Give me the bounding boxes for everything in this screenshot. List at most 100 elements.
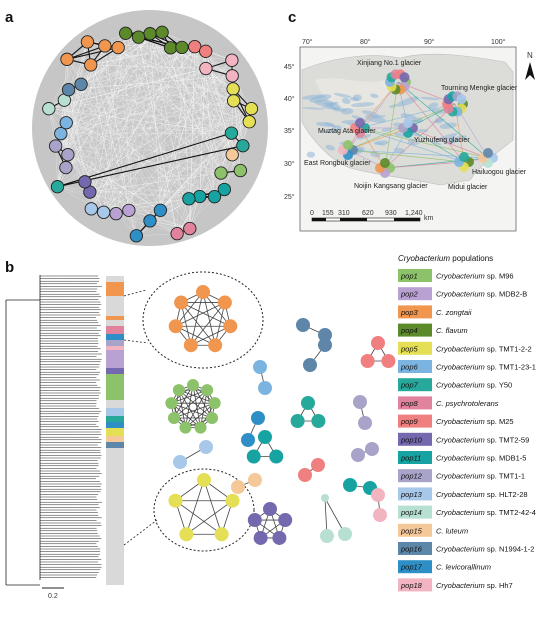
legend-species-epithet: sp. M96 <box>487 272 514 281</box>
subnetwork-node <box>194 421 207 434</box>
legend-species: Cryobacterium sp. TMT2-59 <box>436 435 529 444</box>
legend-species-genus: C. <box>436 308 446 317</box>
subnetwork-edge <box>202 291 216 346</box>
map-scale-bar: 0 155 310 620 930 1,240 km <box>310 210 434 222</box>
network-edge <box>64 100 130 211</box>
color-bar-segment <box>106 368 124 374</box>
legend-species: Cryobacterium sp. M25 <box>436 417 514 426</box>
map-site-dot <box>403 118 413 128</box>
network-edge <box>84 45 106 182</box>
network-edge <box>91 60 233 209</box>
network-edge <box>91 33 126 209</box>
legend-pop-tag: pop8 <box>400 399 419 408</box>
network-node <box>153 203 168 217</box>
subnetwork-node <box>371 488 385 502</box>
network-edge <box>57 33 151 187</box>
legend-pop-tag: pop3 <box>400 308 419 317</box>
map-terrain-patch <box>356 134 372 140</box>
network-node <box>129 229 144 243</box>
network-edge <box>118 47 178 234</box>
network-edge <box>116 145 243 214</box>
color-bar-segment <box>106 340 124 346</box>
map-terrain-patch <box>389 104 398 108</box>
scale-tick: 1,240 <box>405 210 423 217</box>
scale-bar-seg <box>340 218 367 221</box>
subnetwork-node <box>225 493 240 508</box>
subnetwork-node <box>343 478 357 492</box>
network-node <box>224 126 239 140</box>
legend-species-epithet: sp. TMT2-59 <box>487 435 529 444</box>
legend-swatch <box>398 451 432 464</box>
scale-bar-seg <box>394 218 420 221</box>
subnetwork-node <box>199 440 213 454</box>
subnetwork-node <box>303 358 317 372</box>
panel-a-network <box>32 10 268 246</box>
legend-species-epithet: sp. Hh7 <box>487 581 513 590</box>
color-bar-segment <box>106 416 124 422</box>
network-edge <box>64 100 233 155</box>
legend-pop-tag: pop5 <box>400 344 419 353</box>
legend-species-genus: Cryobacterium <box>436 508 487 517</box>
network-edge <box>67 154 129 211</box>
subnetwork-edge <box>190 325 231 346</box>
subnetwork-node <box>263 502 277 516</box>
network-edge <box>66 59 250 122</box>
map-link <box>384 161 465 169</box>
legend-species: C. levicorallinum <box>436 563 491 572</box>
network-node <box>199 44 213 58</box>
map-lat-tick: 35° <box>284 127 295 135</box>
legend-swatch <box>398 341 432 355</box>
network-edge <box>67 154 137 236</box>
map-site-dot <box>380 158 390 168</box>
network-node <box>143 27 157 41</box>
subnetwork-node <box>187 379 199 391</box>
subnetwork-node <box>371 336 385 350</box>
map-terrain-patch <box>321 130 340 133</box>
legend-species-genus: Cryobacterium <box>436 435 487 444</box>
legend-title-rest: populations <box>450 254 493 263</box>
subnetwork-node <box>301 396 315 410</box>
network-node <box>207 190 222 204</box>
color-bar-segment <box>106 448 124 454</box>
legend-swatch <box>398 378 432 392</box>
legend-species: Cryobacterium sp. TMT1-23-1 <box>436 363 536 372</box>
legend-species-epithet: zongtaii <box>445 308 472 317</box>
map-terrain-patch <box>394 147 406 153</box>
color-bar-segment <box>106 422 124 428</box>
network-edge <box>67 64 91 155</box>
network-edge <box>104 45 117 214</box>
network-edge <box>66 59 86 182</box>
legend-title-genus: Cryobacterium <box>398 254 450 263</box>
site-label: Yuzhufeng glacier <box>414 137 470 144</box>
subnetwork-edge <box>214 302 226 346</box>
subnetwork-node <box>168 319 183 334</box>
network-node <box>49 139 63 153</box>
network-node <box>225 69 239 83</box>
map-site-labels: Xinjiang No.1 glacier Tourning Mengke gl… <box>304 60 527 191</box>
network-edge <box>194 46 215 197</box>
map-terrain-patch <box>301 107 324 110</box>
network-node <box>163 41 178 55</box>
legend-swatch <box>398 542 432 555</box>
map-terrain-patch <box>381 127 392 132</box>
map-terrain-patch <box>333 93 352 98</box>
network-edge <box>55 46 195 147</box>
network-edge <box>138 37 190 199</box>
network-node <box>74 77 88 91</box>
subnetwork-node <box>253 530 268 545</box>
subnetwork-edge <box>178 390 186 428</box>
subnetwork-node <box>214 527 229 542</box>
map-terrain-patch <box>420 96 440 101</box>
map-terrain-patch <box>332 125 342 131</box>
network-edge <box>60 88 234 134</box>
network-edge <box>91 145 243 209</box>
legend-species: Cryobacterium sp. TMT1-1 <box>436 472 525 481</box>
map-terrain-patch <box>371 115 386 119</box>
legend-swatch <box>398 305 432 319</box>
scale-bar-seg <box>312 218 326 221</box>
subnetwork-node <box>321 494 329 502</box>
network-node <box>119 26 133 40</box>
network-node <box>225 148 239 162</box>
legend-species: Cryobacterium sp. TMT2-42-4 <box>436 508 536 517</box>
